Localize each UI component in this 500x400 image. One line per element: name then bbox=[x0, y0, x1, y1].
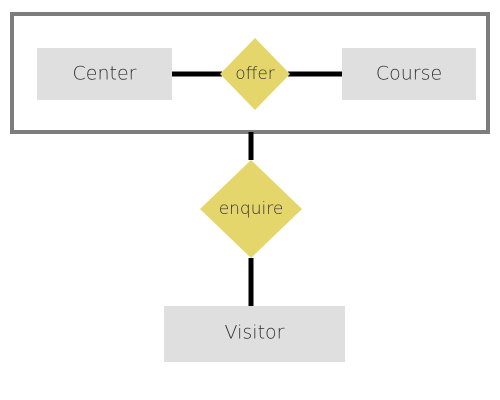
relationship-enquire: enquire bbox=[200, 160, 302, 258]
entity-center-box bbox=[37, 48, 172, 100]
relationship-offer-label: offer bbox=[235, 64, 275, 84]
entity-course: Course bbox=[342, 48, 476, 100]
entity-visitor-box bbox=[164, 306, 345, 362]
entity-course-label: Course bbox=[376, 63, 442, 85]
entity-course-box bbox=[342, 48, 476, 100]
relationship-offer-diamond bbox=[220, 38, 290, 110]
relationship-enquire-label: enquire bbox=[219, 199, 284, 219]
entity-center-label: Center bbox=[73, 63, 137, 85]
entity-visitor-label: Visitor bbox=[225, 322, 285, 344]
relationship-enquire-diamond bbox=[200, 160, 302, 258]
entity-visitor: Visitor bbox=[164, 306, 345, 362]
entity-center: Center bbox=[37, 48, 172, 100]
relationship-offer: offer bbox=[220, 38, 290, 110]
